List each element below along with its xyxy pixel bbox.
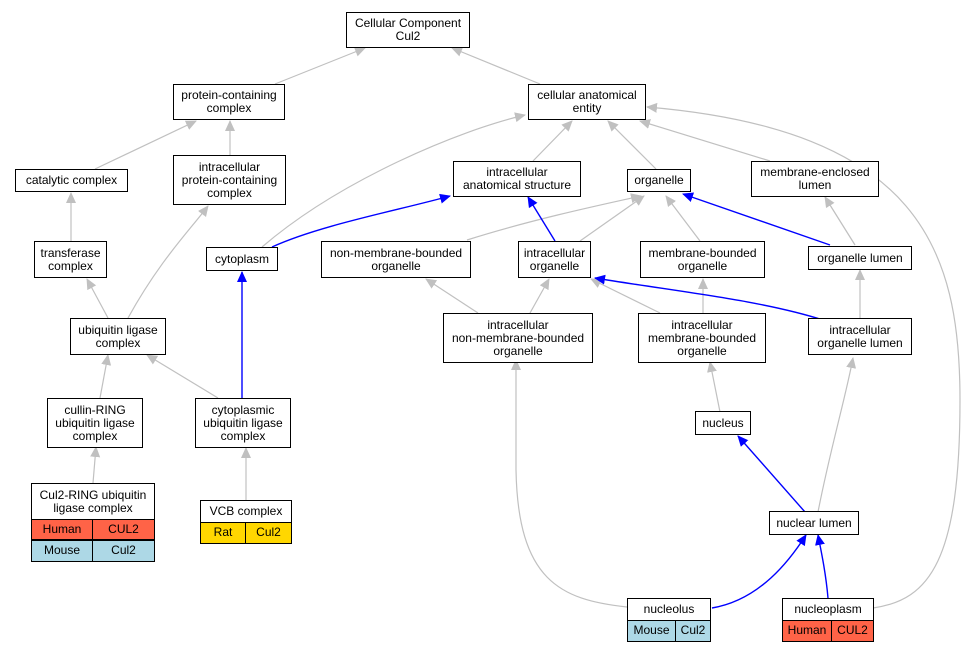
node-cellular-anatomical-entity[interactable]: cellular anatomical entity (528, 84, 646, 120)
annotation-row-mouse: Mouse Cul2 (31, 540, 155, 562)
edge (579, 195, 645, 242)
edge (817, 357, 857, 513)
edge (451, 47, 541, 85)
edge (646, 102, 961, 609)
node-cytoplasm[interactable]: cytoplasm (206, 247, 278, 271)
gene-tag: Cul2 (676, 620, 711, 642)
node-intracellular-protein-containing-complex[interactable]: intracellular protein-containing complex (173, 155, 286, 205)
gene-tag: CUL2 (832, 620, 874, 642)
edge (529, 278, 550, 314)
edge (127, 205, 209, 319)
node-transferase-complex[interactable]: transferase complex (34, 241, 107, 278)
edge (607, 120, 657, 170)
node-intracellular-anatomical-structure[interactable]: intracellular anatomical structure (453, 161, 581, 197)
node-cytoplasmic-ubiquitin-ligase-complex[interactable]: cytoplasmic ubiquitin ligase complex (195, 398, 291, 448)
node-membrane-bounded-organelle[interactable]: membrane-bounded organelle (640, 241, 765, 278)
edge (274, 47, 366, 85)
edge-highlight (527, 196, 556, 242)
node-nucleoplasm[interactable]: nucleoplasm (782, 598, 874, 620)
annotation-row-human: Human CUL2 (782, 620, 874, 642)
node-nucleus[interactable]: nucleus (695, 411, 751, 435)
edge (665, 195, 701, 242)
edge (90, 446, 101, 484)
edge (94, 120, 197, 170)
species-tag-rat: Rat (200, 522, 246, 544)
edge-highlight (711, 534, 807, 609)
species-tag-mouse: Mouse (31, 540, 93, 562)
node-cellular-component[interactable]: Cellular Component Cul2 (346, 12, 470, 48)
edge (707, 361, 721, 413)
edge (146, 354, 219, 399)
gene-tag: Cul2 (93, 540, 155, 562)
edge-highlight (594, 274, 824, 321)
edge (639, 119, 771, 162)
node-cullin-ring-ubiquitin-ligase-complex[interactable]: cullin-RING ubiquitin ligase complex (47, 398, 143, 448)
species-tag-mouse: Mouse (627, 620, 676, 642)
species-tag-human: Human (31, 519, 93, 540)
edge (824, 196, 856, 246)
edge (261, 112, 526, 248)
edge-highlight (682, 192, 831, 246)
edge-highlight (737, 435, 806, 513)
species-tag-human: Human (782, 620, 832, 642)
edge (99, 354, 112, 399)
edge (425, 278, 479, 314)
node-nuclear-lumen[interactable]: nuclear lumen (769, 511, 859, 535)
node-nucleolus[interactable]: nucleolus (627, 598, 711, 620)
edge (532, 120, 573, 162)
node-non-membrane-bounded-organelle[interactable]: non-membrane-bounded organelle (321, 241, 471, 278)
edge (511, 359, 628, 608)
node-membrane-enclosed-lumen[interactable]: membrane-enclosed lumen (751, 161, 879, 197)
node-intracellular-membrane-bounded-organelle[interactable]: intracellular membrane-bounded organelle (638, 313, 766, 363)
gene-tag: CUL2 (93, 519, 155, 540)
edge (86, 278, 109, 319)
edge (590, 278, 661, 314)
node-vcb-complex[interactable]: VCB complex (200, 500, 292, 522)
edge (466, 193, 642, 241)
node-organelle-lumen[interactable]: organelle lumen (808, 246, 912, 270)
node-intracellular-organelle[interactable]: intracellular organelle (518, 241, 591, 278)
node-protein-containing-complex[interactable]: protein-containing complex (173, 84, 285, 120)
node-catalytic-complex[interactable]: catalytic complex (15, 169, 128, 192)
gene-tag: Cul2 (246, 522, 292, 544)
node-intracellular-organelle-lumen[interactable]: intracellular organelle lumen (808, 318, 912, 355)
annotation-row-rat: Rat Cul2 (200, 522, 292, 544)
node-ubiquitin-ligase-complex[interactable]: ubiquitin ligase complex (70, 318, 166, 355)
node-organelle[interactable]: organelle (627, 169, 691, 192)
node-intracellular-non-membrane-bounded-organelle[interactable]: intracellular non-membrane-bounded organ… (443, 313, 593, 363)
annotation-row-mouse: Mouse Cul2 (627, 620, 711, 642)
annotation-row-human: Human CUL2 (31, 519, 155, 540)
edge-highlight (815, 534, 829, 599)
edge-highlight (271, 193, 451, 248)
node-cul2-ring-ubiquitin-ligase-complex[interactable]: Cul2-RING ubiquitin ligase complex (31, 483, 155, 519)
